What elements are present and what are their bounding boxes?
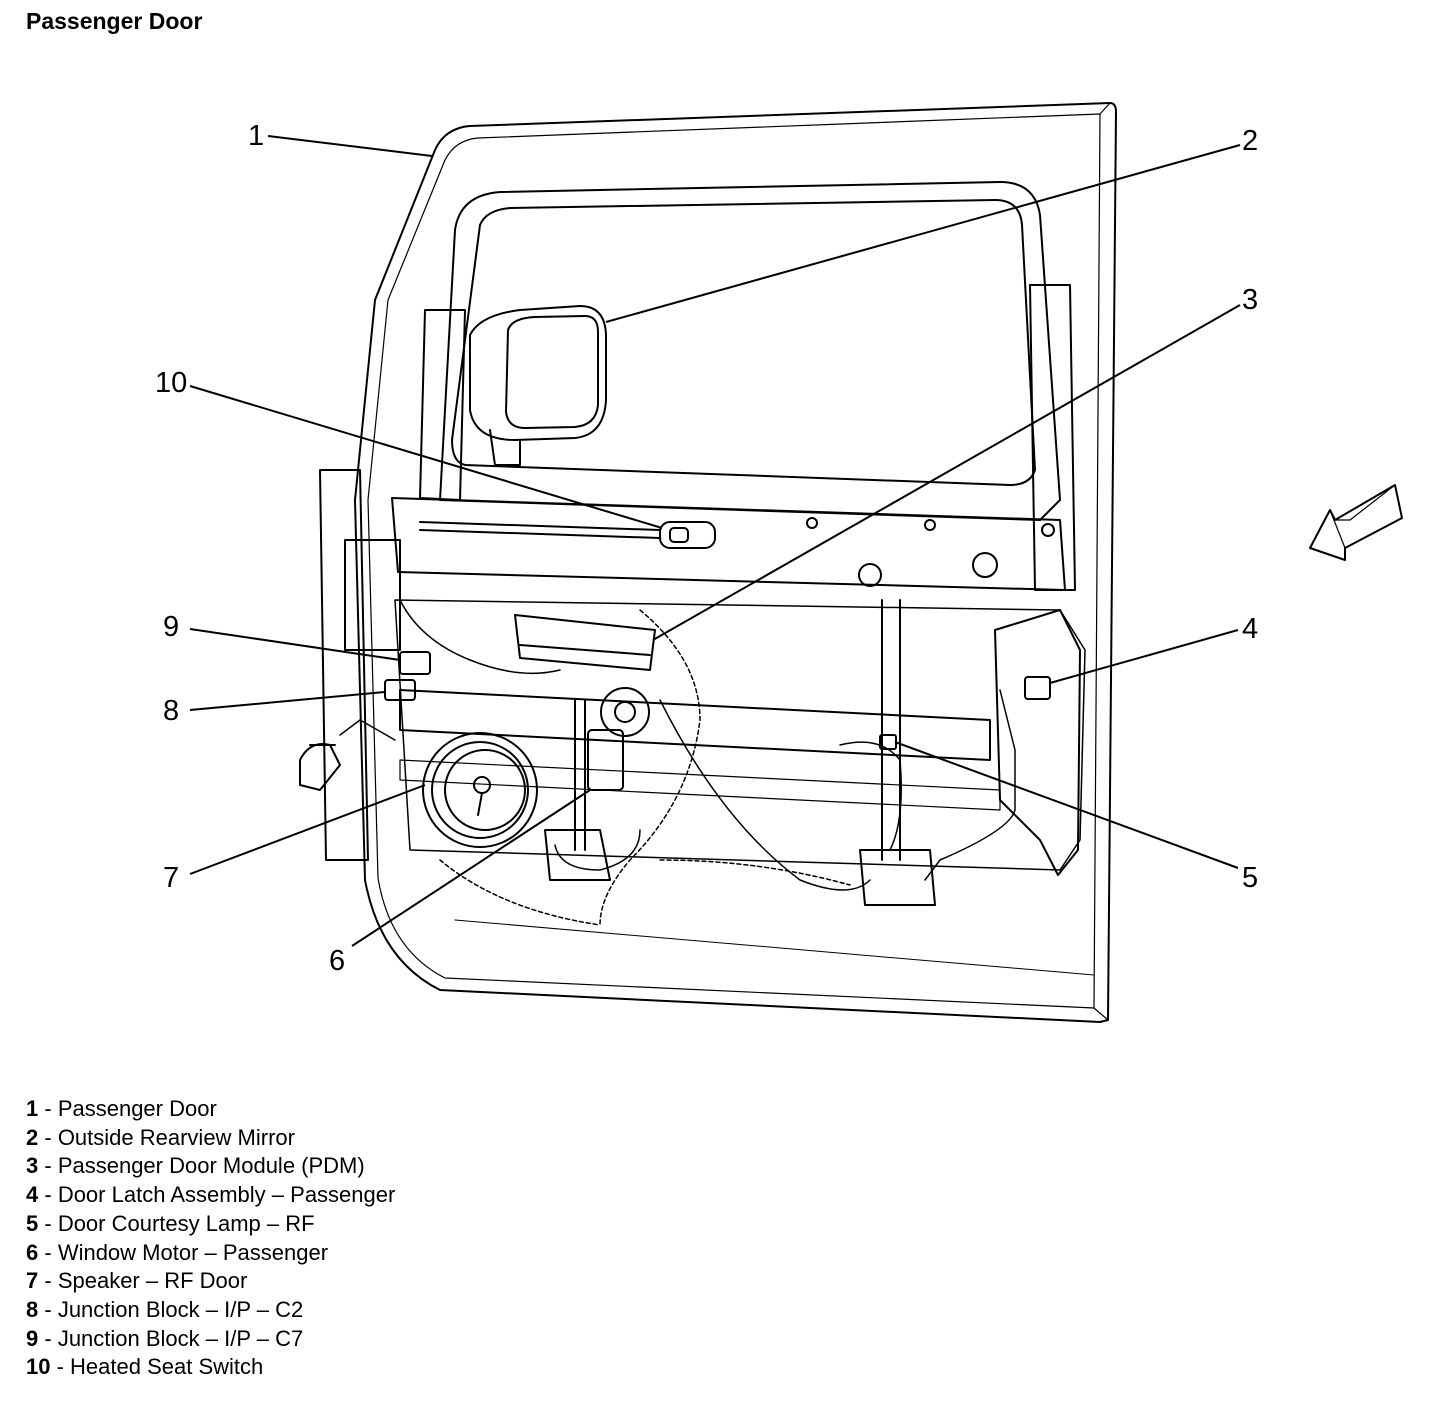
legend-item: 1 - Passenger Door xyxy=(26,1096,217,1121)
legend-item: 10 - Heated Seat Switch xyxy=(26,1354,264,1380)
leader-line-8 xyxy=(189,691,386,711)
direction-arrow xyxy=(1309,484,1403,561)
leader-line-7 xyxy=(189,784,426,875)
outside-rearview-mirror xyxy=(469,305,607,441)
window-motor xyxy=(600,687,650,737)
legend-item: 3 - Passenger Door Module (PDM) xyxy=(26,1153,365,1179)
callout-3: 3 xyxy=(1242,284,1258,316)
callout-5: 5 xyxy=(1242,862,1258,894)
callout-9: 9 xyxy=(163,611,179,643)
belt-reinforcement xyxy=(391,497,1066,591)
leader-line-1 xyxy=(267,135,433,157)
junction-block-c7 xyxy=(399,651,431,675)
door-diagram: 1 2 3 4 5 6 7 8 9 10 xyxy=(155,102,1403,1023)
legend: 1 - Passenger Door 2 - Outside Rearview … xyxy=(26,1095,395,1382)
junction-block-c2 xyxy=(384,679,416,701)
leader-line-9 xyxy=(189,628,401,661)
callout-6: 6 xyxy=(329,945,345,977)
leader-line-6 xyxy=(351,789,591,947)
window-frame-outer xyxy=(439,181,1061,521)
callout-7: 7 xyxy=(163,862,179,894)
callout-8: 8 xyxy=(163,695,179,727)
heated-seat-switch xyxy=(659,521,716,549)
door-latch-assembly xyxy=(994,609,1081,876)
page-title: Passenger Door xyxy=(26,8,203,34)
legend-item: 5 - Door Courtesy Lamp – RF xyxy=(26,1210,315,1236)
hinge-pillar xyxy=(319,469,369,861)
leader-line-10 xyxy=(189,385,663,529)
legend-item: 7 - Speaker – RF Door xyxy=(26,1268,248,1294)
callout-2: 2 xyxy=(1242,125,1258,157)
speaker xyxy=(422,732,538,848)
door-inner-edge xyxy=(367,113,1101,1009)
leader-line-5 xyxy=(894,741,1239,869)
leader-line-4 xyxy=(1049,629,1239,684)
legend-item: 9 - Junction Block – I/P – C7 xyxy=(26,1325,304,1351)
window-glass-opening xyxy=(451,199,1036,486)
legend-item: 8 - Junction Block – I/P – C2 xyxy=(26,1296,304,1322)
legend-item: 2 - Outside Rearview Mirror xyxy=(26,1124,295,1150)
callout-1: 1 xyxy=(248,120,264,152)
rear-run-channel xyxy=(1029,284,1076,591)
door-outer-shell xyxy=(354,102,1117,1023)
callout-4: 4 xyxy=(1242,613,1258,645)
leader-line-2 xyxy=(605,144,1241,323)
callout-10: 10 xyxy=(155,367,187,399)
legend-item: 6 - Window Motor – Passenger xyxy=(26,1239,329,1265)
legend-item: 4 - Door Latch Assembly – Passenger xyxy=(26,1182,396,1208)
passenger-door-module xyxy=(514,614,656,671)
leader-line-3 xyxy=(652,304,1241,641)
